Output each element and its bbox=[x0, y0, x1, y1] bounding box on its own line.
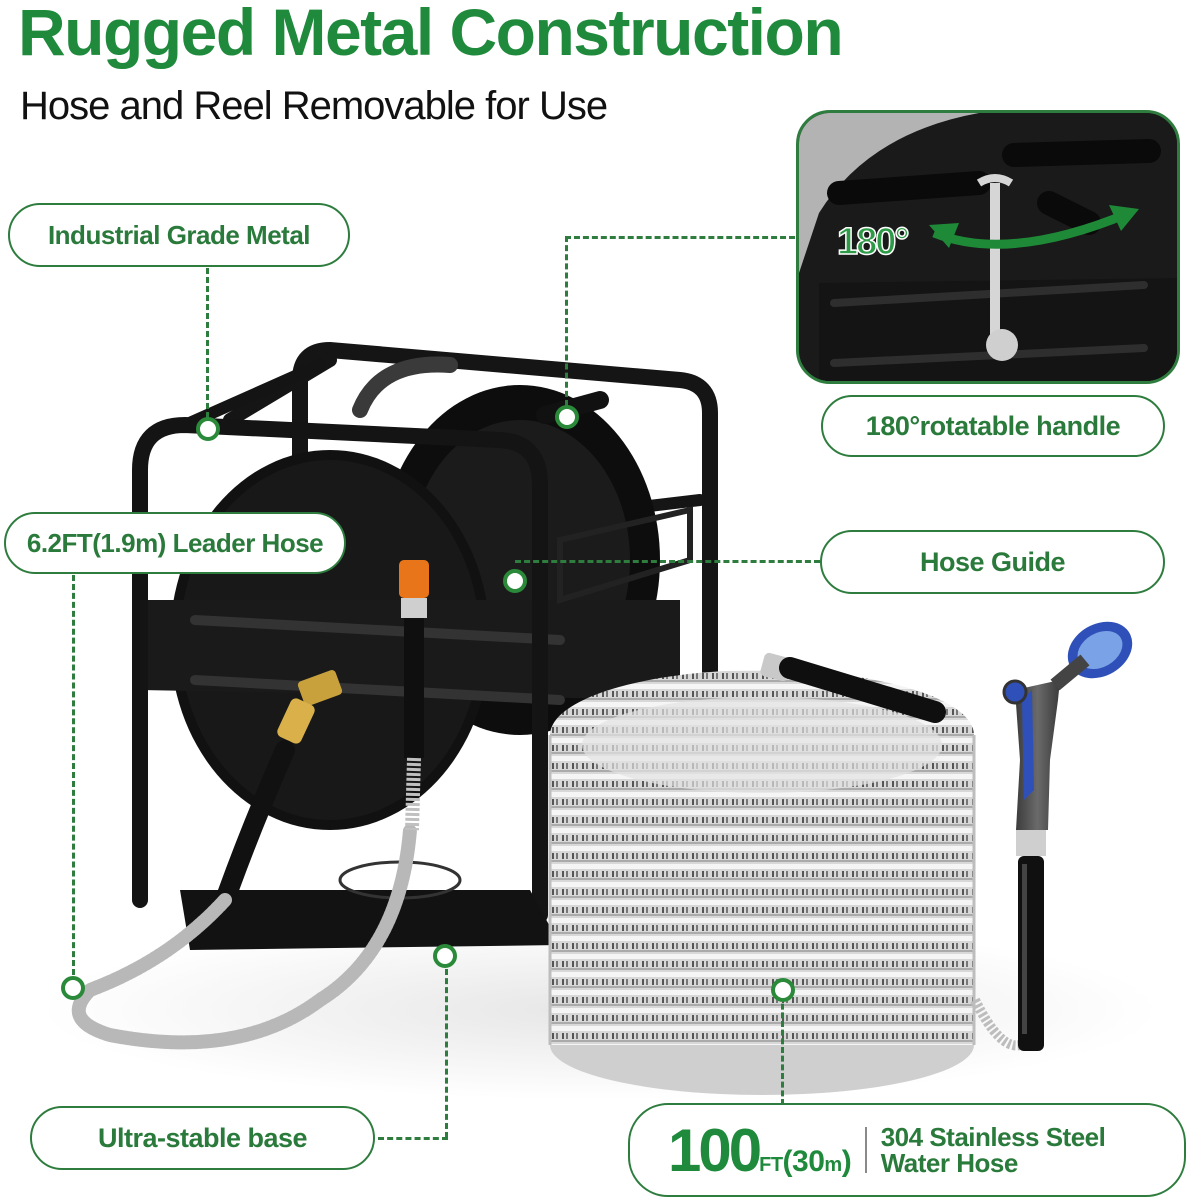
hose-length-feet: 100 bbox=[668, 1116, 762, 1184]
spec-divider bbox=[865, 1127, 867, 1173]
marker-dot-leader-hose bbox=[61, 976, 85, 1000]
marker-dot-handle bbox=[555, 405, 579, 429]
page-subtitle: Hose and Reel Removable for Use bbox=[20, 84, 608, 128]
marker-dot-base bbox=[433, 944, 457, 968]
callout-industrial-metal: Industrial Grade Metal bbox=[8, 203, 350, 267]
black-leader-hose bbox=[215, 740, 295, 910]
orange-connector bbox=[399, 560, 429, 598]
rotation-degree-label: 180° bbox=[836, 220, 910, 264]
handle-grip-left bbox=[827, 171, 991, 205]
hose-length: 100 FT ( 30 m ) bbox=[668, 1116, 852, 1184]
connector-steel-hose bbox=[781, 995, 784, 1105]
connector-hose-guide bbox=[515, 560, 820, 563]
callout-stable-base: Ultra-stable base bbox=[30, 1106, 375, 1170]
hose-material-line1: 304 Stainless Steel bbox=[880, 1122, 1106, 1152]
callout-hose-spec: 100 FT ( 30 m ) 304 Stainless Steel Wate… bbox=[628, 1103, 1186, 1197]
hose-material: 304 Stainless Steel Water Hose bbox=[881, 1124, 1106, 1176]
hose-black-sleeve bbox=[779, 657, 946, 723]
rotation-arrow bbox=[932, 208, 1131, 249]
crank-handle bbox=[352, 356, 458, 418]
connector-handle-h bbox=[565, 236, 795, 239]
page-title: Rugged Metal Construction bbox=[18, 0, 844, 69]
leader-steel-hose bbox=[71, 823, 417, 1050]
connector-base-h bbox=[378, 1137, 448, 1140]
hose-length-unit: FT bbox=[759, 1153, 783, 1176]
hose-length-metric: 30 bbox=[792, 1144, 825, 1178]
marker-dot-steel-hose bbox=[771, 978, 795, 1002]
marker-dot-frame bbox=[196, 417, 220, 441]
callout-leader-hose: 6.2FT(1.9m) Leader Hose bbox=[4, 512, 346, 574]
coiled-steel-hose bbox=[548, 670, 976, 1095]
brass-swivel bbox=[277, 670, 343, 744]
connector-base-v bbox=[445, 960, 448, 1138]
callout-rotatable-handle: 180°rotatable handle bbox=[821, 395, 1165, 457]
connector-industrial-metal bbox=[206, 268, 209, 418]
reel-base bbox=[180, 890, 560, 950]
handle-detail-inset: 180° bbox=[796, 110, 1180, 384]
spray-nozzle bbox=[1002, 621, 1133, 1051]
callout-hose-guide: Hose Guide bbox=[820, 530, 1165, 594]
handle-grip-right bbox=[1002, 139, 1161, 167]
hose-material-line2: Water Hose bbox=[880, 1148, 1019, 1178]
marker-dot-hose-guide bbox=[503, 569, 527, 593]
handle-detail-illustration bbox=[799, 113, 1177, 381]
connector-leader-hose bbox=[72, 575, 75, 975]
connector-handle-v bbox=[565, 236, 568, 406]
coiled-hose-detail bbox=[799, 113, 979, 273]
